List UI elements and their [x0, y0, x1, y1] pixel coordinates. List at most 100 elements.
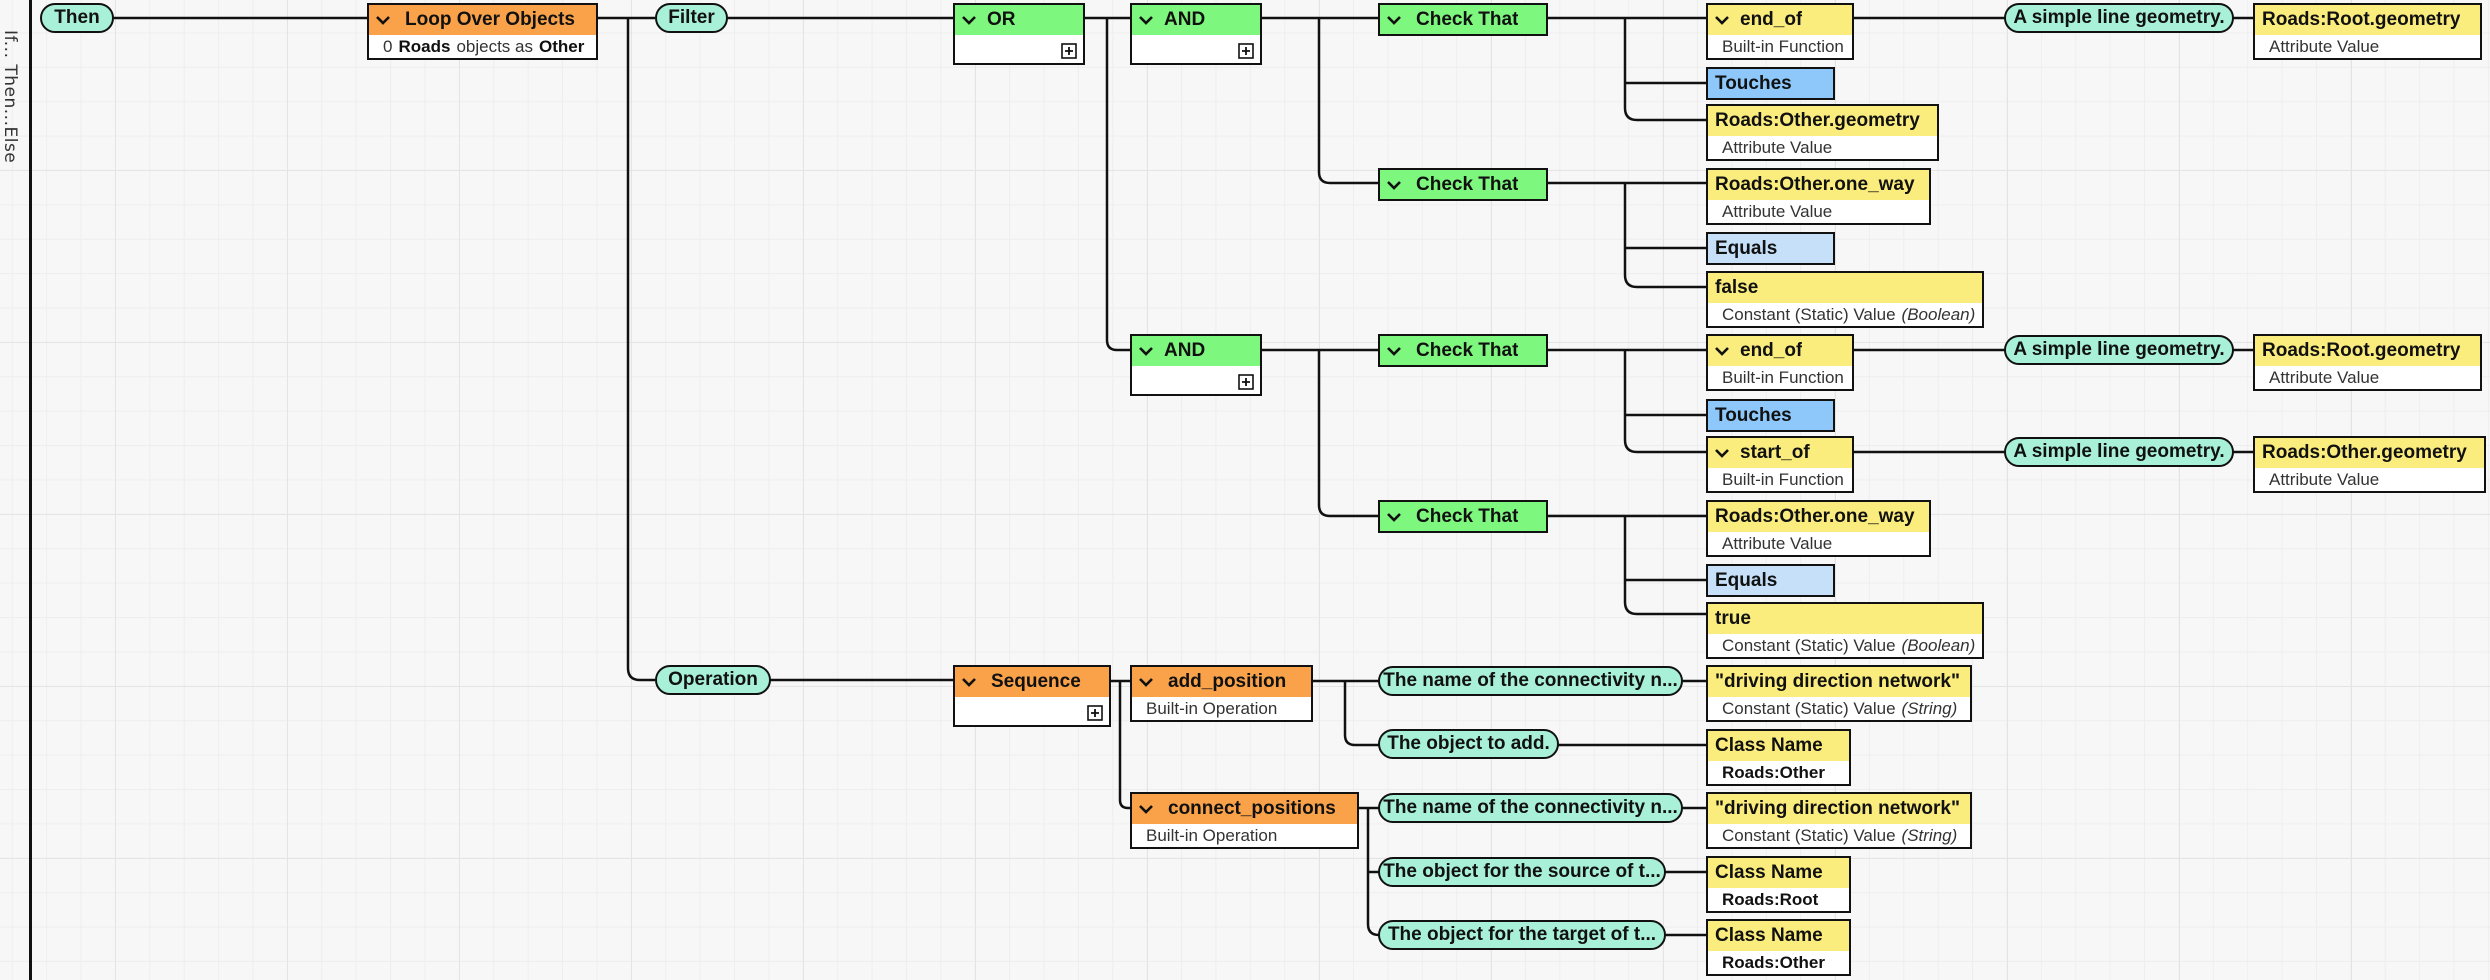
c1-root-geometry-value[interactable]: Roads:Root.geometry Attribute Value	[2253, 3, 2482, 60]
c1-touches-relation[interactable]: Touches	[1706, 67, 1835, 100]
c1-end-of-function[interactable]: end_of Built-in Function	[1706, 3, 1854, 60]
add-position-operation[interactable]: add_position Built-in Operation	[1130, 665, 1313, 722]
ap-network-constant[interactable]: "driving direction network" Constant (St…	[1706, 665, 1972, 722]
loop-node-header[interactable]: Loop Over Objects	[369, 5, 596, 35]
check-that-node-4[interactable]: Check That	[1378, 500, 1548, 533]
chevron-down-icon[interactable]	[955, 15, 983, 25]
c1-end-of-header[interactable]: end_of	[1708, 5, 1852, 35]
check-that-1-header[interactable]: Check That	[1380, 5, 1546, 34]
c2-one-way-header[interactable]: Roads:Other.one_way	[1708, 170, 1929, 200]
or-node-header[interactable]: OR	[955, 5, 1083, 35]
chevron-down-icon[interactable]	[1380, 180, 1408, 190]
chevron-down-icon[interactable]	[1132, 677, 1160, 687]
c3-start-of-header[interactable]: start_of	[1708, 438, 1852, 468]
c3-start-of-kind: Built-in Function	[1722, 469, 1844, 489]
operation-pill[interactable]: Operation	[655, 665, 771, 695]
add-position-header[interactable]: add_position	[1132, 667, 1311, 697]
check-that-node-2[interactable]: Check That	[1378, 168, 1548, 201]
expand-plus-icon[interactable]	[1238, 374, 1254, 390]
filter-pill[interactable]: Filter	[655, 3, 728, 33]
c3-line-geometry-param-2[interactable]: A simple line geometry.	[2004, 437, 2234, 467]
c3-other-geometry-value[interactable]: Roads:Other.geometry Attribute Value	[2253, 436, 2486, 493]
c2-false-header[interactable]: false	[1708, 273, 1982, 303]
c1-root-geometry-header[interactable]: Roads:Root.geometry	[2255, 5, 2480, 35]
c3-root-geometry-header[interactable]: Roads:Root.geometry	[2255, 336, 2480, 366]
c2-false-constant[interactable]: false Constant (Static) Value (Boolean)	[1706, 271, 1984, 328]
and-node-2-header[interactable]: AND	[1132, 336, 1260, 366]
cp-network-header[interactable]: "driving direction network"	[1708, 794, 1970, 824]
cp-target-class-header[interactable]: Class Name	[1708, 921, 1849, 951]
c4-true-constant[interactable]: true Constant (Static) Value (Boolean)	[1706, 602, 1984, 659]
and-node-2[interactable]: AND	[1130, 334, 1262, 396]
connect-positions-header[interactable]: connect_positions	[1132, 794, 1357, 824]
chevron-down-icon[interactable]	[1708, 15, 1736, 25]
cp-source-class-name[interactable]: Class Name Roads:Root	[1706, 856, 1851, 913]
ap-network-header[interactable]: "driving direction network"	[1708, 667, 1970, 697]
ap-class-name[interactable]: Class Name Roads:Other	[1706, 729, 1851, 786]
chevron-down-icon[interactable]	[1380, 346, 1408, 356]
wire-loop-operation	[626, 18, 655, 682]
and-node-1-header[interactable]: AND	[1132, 5, 1260, 35]
cp-target-class-value: Roads:Other	[1722, 952, 1825, 972]
c3-end-of-title: end_of	[1740, 340, 1803, 361]
connect-positions-operation[interactable]: connect_positions Built-in Operation	[1130, 792, 1359, 849]
chevron-down-icon[interactable]	[1708, 448, 1736, 458]
c4-one-way-value[interactable]: Roads:Other.one_way Attribute Value	[1706, 500, 1931, 557]
check-that-node-1[interactable]: Check That	[1378, 3, 1548, 36]
chevron-down-icon[interactable]	[955, 677, 983, 687]
chevron-down-icon[interactable]	[1132, 346, 1160, 356]
cp-target-class-title: Class Name	[1715, 925, 1823, 946]
then-pill[interactable]: Then	[40, 3, 114, 33]
cp-network-name-param[interactable]: The name of the connectivity n...	[1378, 793, 1683, 823]
wire-add-param2	[1343, 681, 1379, 747]
cp-source-class-header[interactable]: Class Name	[1708, 858, 1849, 888]
c3-end-of-header[interactable]: end_of	[1708, 336, 1852, 366]
c4-true-header[interactable]: true	[1708, 604, 1982, 634]
chevron-down-icon[interactable]	[1708, 346, 1736, 356]
expand-plus-icon[interactable]	[1061, 43, 1077, 59]
c3-line-geometry-param[interactable]: A simple line geometry.	[2004, 335, 2234, 365]
ap-class-header[interactable]: Class Name	[1708, 731, 1849, 761]
c3-touches-header[interactable]: Touches	[1708, 401, 1833, 430]
expand-plus-icon[interactable]	[1238, 43, 1254, 59]
chevron-down-icon[interactable]	[369, 15, 397, 25]
c3-touches-relation[interactable]: Touches	[1706, 399, 1835, 432]
c2-equals-comparator[interactable]: Equals	[1706, 232, 1835, 265]
chevron-down-icon[interactable]	[1380, 512, 1408, 522]
c3-start-of-function[interactable]: start_of Built-in Function	[1706, 436, 1854, 493]
chevron-down-icon[interactable]	[1132, 15, 1160, 25]
or-node[interactable]: OR	[953, 3, 1085, 65]
c3-root-geometry-value[interactable]: Roads:Root.geometry Attribute Value	[2253, 334, 2482, 391]
check-that-node-3[interactable]: Check That	[1378, 334, 1548, 367]
c1-line-geometry-param[interactable]: A simple line geometry.	[2004, 3, 2234, 33]
c4-equals-comparator[interactable]: Equals	[1706, 564, 1835, 597]
c1-other-geometry-value[interactable]: Roads:Other.geometry Attribute Value	[1706, 104, 1939, 161]
cp-target-class-name[interactable]: Class Name Roads:Other	[1706, 919, 1851, 976]
sequence-node[interactable]: Sequence	[953, 665, 1111, 727]
loop-over-objects-node[interactable]: Loop Over Objects 0 Roads objects as Oth…	[367, 3, 598, 60]
c4-equals-header[interactable]: Equals	[1708, 566, 1833, 595]
ap-object-param[interactable]: The object to add.	[1378, 729, 1559, 759]
c4-one-way-header[interactable]: Roads:Other.one_way	[1708, 502, 1929, 532]
cp-target-param[interactable]: The object for the target of t...	[1378, 920, 1666, 950]
c2-one-way-value[interactable]: Roads:Other.one_way Attribute Value	[1706, 168, 1931, 225]
c3-end-of-function[interactable]: end_of Built-in Function	[1706, 334, 1854, 391]
sequence-node-header[interactable]: Sequence	[955, 667, 1109, 697]
c1-root-geometry-title: Roads:Root.geometry	[2262, 9, 2461, 30]
cp-network-constant[interactable]: "driving direction network" Constant (St…	[1706, 792, 1972, 849]
cp-source-param[interactable]: The object for the source of t...	[1378, 857, 1666, 887]
c2-equals-header[interactable]: Equals	[1708, 234, 1833, 263]
chevron-down-icon[interactable]	[1380, 15, 1408, 25]
chevron-down-icon[interactable]	[1132, 804, 1160, 814]
c1-touches-header[interactable]: Touches	[1708, 69, 1833, 98]
check-that-4-header[interactable]: Check That	[1380, 502, 1546, 531]
c4-equals-title: Equals	[1715, 570, 1778, 591]
c3-other-geometry-header[interactable]: Roads:Other.geometry	[2255, 438, 2484, 468]
check-that-3-header[interactable]: Check That	[1380, 336, 1546, 365]
ap-network-name-param[interactable]: The name of the connectivity n...	[1378, 666, 1683, 696]
expand-plus-icon[interactable]	[1087, 705, 1103, 721]
c1-other-geometry-header[interactable]: Roads:Other.geometry	[1708, 106, 1937, 136]
check-that-2-header[interactable]: Check That	[1380, 170, 1546, 199]
and-node-1[interactable]: AND	[1130, 3, 1262, 65]
